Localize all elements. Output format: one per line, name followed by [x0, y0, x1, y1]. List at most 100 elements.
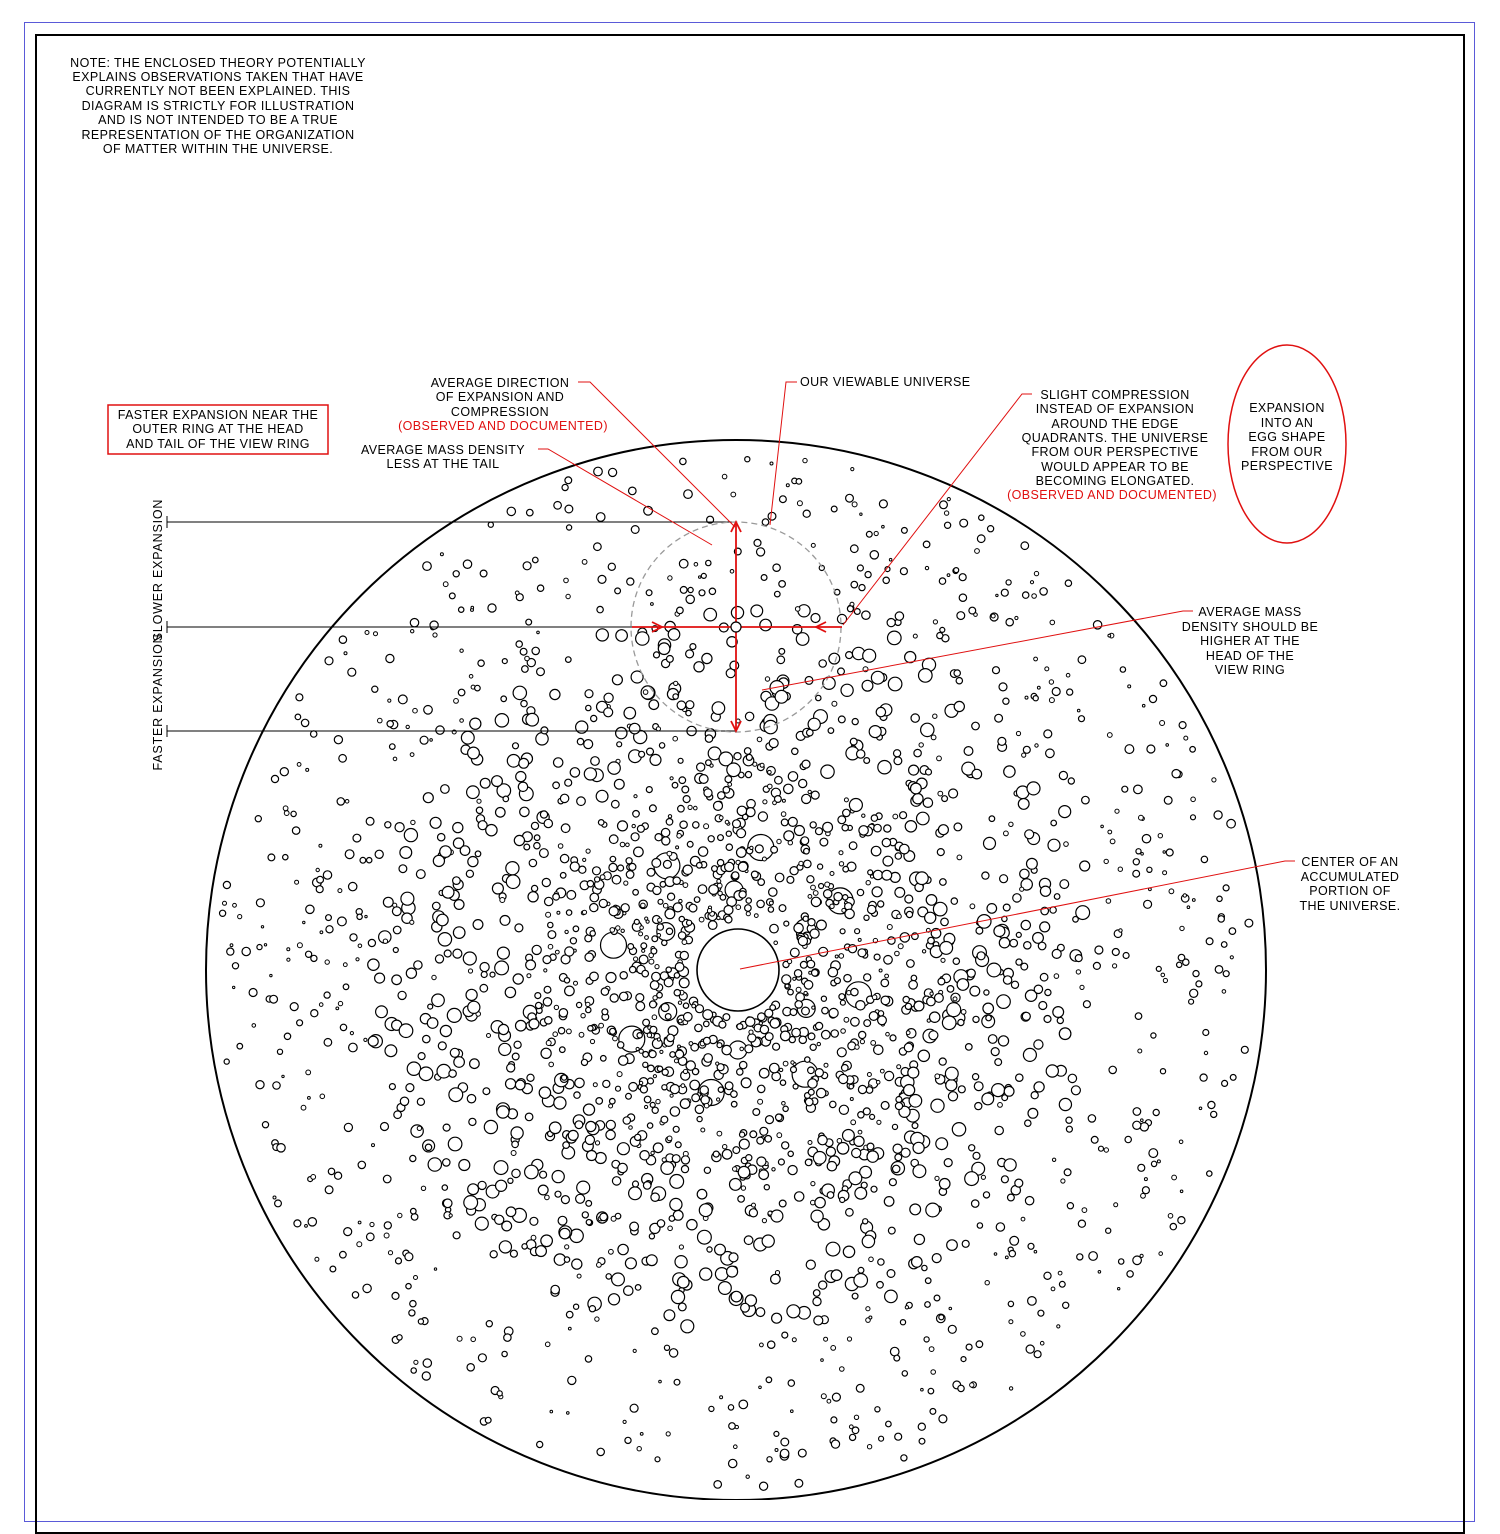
matter-particle — [420, 1185, 427, 1192]
matter-particle — [638, 1048, 644, 1054]
matter-particle — [778, 647, 786, 655]
matter-particle — [969, 1382, 975, 1388]
matter-particle — [851, 1147, 862, 1159]
matter-particle — [938, 1177, 951, 1190]
matter-particle — [416, 1097, 426, 1107]
matter-particle — [842, 1245, 856, 1259]
matter-particle — [494, 1179, 508, 1193]
matter-particle — [771, 1167, 776, 1172]
matter-particle — [431, 993, 445, 1008]
matter-particle — [1076, 708, 1081, 713]
matter-particle — [1075, 905, 1091, 921]
matter-particle — [1112, 963, 1118, 969]
matter-particle — [912, 792, 924, 805]
matter-particle — [783, 830, 795, 842]
matter-particle — [697, 846, 709, 857]
matter-particle — [787, 816, 798, 828]
leader-line — [842, 393, 1032, 626]
avg-direction-line: AVERAGE DIRECTION — [431, 376, 570, 390]
matter-particle — [654, 833, 663, 842]
matter-particle — [538, 1086, 552, 1099]
matter-particle — [565, 1310, 574, 1319]
matter-particle — [870, 1185, 878, 1193]
matter-particle — [371, 685, 379, 693]
matter-particle — [828, 1100, 837, 1109]
matter-particle — [1179, 925, 1185, 932]
matter-particle — [774, 1113, 783, 1122]
matter-particle — [699, 1267, 713, 1281]
matter-particle — [496, 1105, 510, 1119]
matter-particle — [934, 1175, 940, 1182]
matter-particle — [1178, 720, 1187, 730]
matter-particle — [1037, 1309, 1045, 1317]
matter-particle — [597, 574, 607, 585]
matter-particle — [226, 947, 235, 956]
matter-particle — [751, 1202, 756, 1208]
matter-particle — [673, 1058, 679, 1064]
matter-particle — [764, 676, 771, 682]
matter-particle — [573, 1091, 581, 1099]
matter-particle — [935, 1137, 949, 1151]
matter-particle — [866, 904, 877, 915]
matter-particle — [1065, 1116, 1073, 1124]
leader-line — [739, 860, 1295, 970]
matter-particle — [844, 908, 855, 920]
matter-particle — [946, 985, 955, 993]
matter-particle — [1029, 580, 1035, 585]
matter-particle — [337, 1000, 344, 1007]
matter-particle — [597, 819, 605, 826]
matter-particle — [342, 962, 348, 968]
matter-particle — [267, 853, 276, 862]
matter-particle — [622, 1116, 632, 1125]
matter-particle — [338, 635, 348, 645]
matter-particle — [452, 948, 463, 959]
matter-particle — [563, 577, 569, 584]
matter-particle — [758, 1481, 769, 1491]
matter-particle — [745, 1153, 753, 1162]
matter-particle — [846, 1336, 853, 1342]
matter-particle — [1053, 973, 1060, 979]
matter-particle — [305, 767, 310, 772]
matter-particle — [946, 1002, 962, 1018]
matter-particle — [589, 930, 597, 937]
matter-particle — [702, 1036, 712, 1045]
matter-particle — [310, 954, 318, 963]
leader-line — [538, 448, 713, 546]
matter-particle — [1002, 975, 1013, 985]
matter-particle — [695, 861, 703, 869]
matter-particle — [802, 457, 808, 464]
matter-particle — [1058, 1280, 1066, 1288]
matter-particle — [717, 890, 723, 896]
matter-particle — [639, 1150, 650, 1161]
matter-particle — [564, 946, 575, 957]
matter-particle — [237, 914, 243, 920]
matter-particle — [671, 781, 679, 789]
matter-particle — [698, 916, 705, 923]
matter-particle — [1079, 860, 1091, 872]
slower-expansion-label: SLOWER EXPANSION — [151, 499, 165, 641]
matter-particle — [1065, 672, 1071, 678]
matter-particle — [416, 1125, 423, 1132]
note-line: EXPLAINS OBSERVATIONS TAKEN THAT HAVE — [72, 70, 363, 84]
matter-particle — [649, 1222, 661, 1235]
matter-particle — [872, 1044, 884, 1056]
matter-particle — [310, 1009, 319, 1018]
matter-particle — [655, 1098, 661, 1105]
matter-particle — [1203, 1050, 1209, 1056]
matter-particle — [995, 1222, 1006, 1232]
matter-particle — [758, 1067, 770, 1079]
matter-particle — [524, 655, 530, 662]
matter-particle — [757, 811, 769, 822]
matter-particle — [261, 1120, 270, 1129]
matter-particle — [616, 1142, 631, 1156]
matter-particle — [408, 1309, 416, 1317]
matter-particle — [887, 1226, 896, 1235]
matter-particle — [896, 913, 902, 920]
matter-particle — [479, 569, 488, 578]
matter-particle — [494, 960, 510, 976]
matter-particle — [768, 900, 774, 906]
matter-particle — [635, 1001, 646, 1012]
matter-particle — [767, 1210, 773, 1216]
matter-particle — [947, 1324, 957, 1334]
matter-particle — [315, 885, 324, 894]
